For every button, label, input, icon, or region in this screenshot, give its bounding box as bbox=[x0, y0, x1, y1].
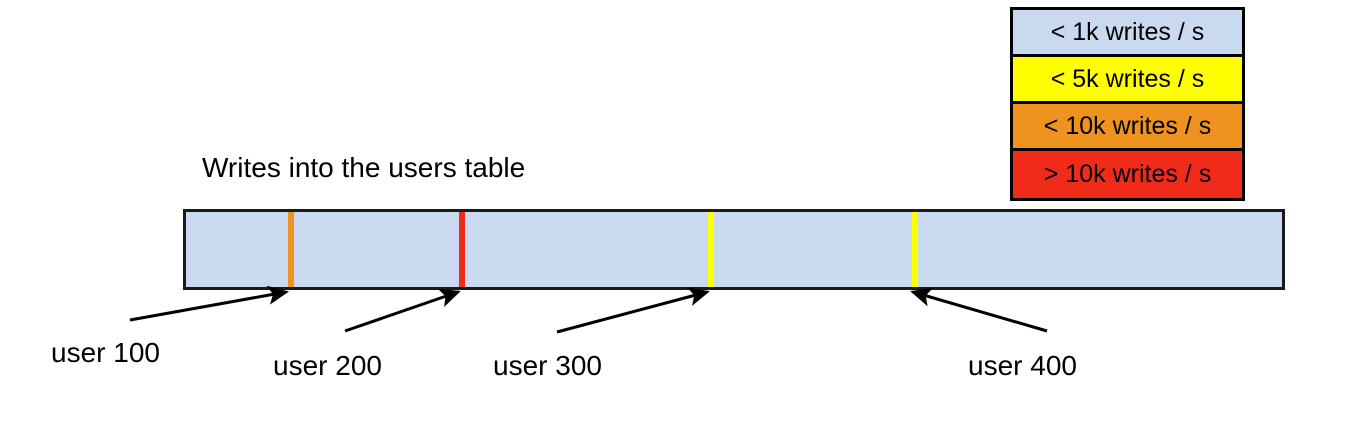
legend-row-under-10k: < 10k writes / s bbox=[1013, 104, 1242, 151]
user-100-label: user 100 bbox=[51, 337, 160, 368]
legend-row-under-5k: < 5k writes / s bbox=[1013, 57, 1242, 104]
user-200-arrow bbox=[344, 288, 461, 333]
legend-row-over-10k: > 10k writes / s bbox=[1013, 151, 1242, 198]
user-300-arrow bbox=[556, 287, 710, 334]
user-200-hot-line bbox=[459, 212, 465, 287]
user-400-label: user 400 bbox=[968, 350, 1077, 381]
user-200-label: user 200 bbox=[273, 350, 382, 381]
user-400-hot-line bbox=[912, 212, 918, 287]
legend-label-over-10k: > 10k writes / s bbox=[1043, 160, 1212, 188]
user-100-arrow bbox=[129, 285, 289, 322]
legend-label-under-5k: < 5k writes / s bbox=[1050, 64, 1205, 93]
writes-legend: < 1k writes / s < 5k writes / s < 10k wr… bbox=[1010, 7, 1245, 201]
legend-row-under-1k: < 1k writes / s bbox=[1013, 10, 1242, 57]
diagram-caption: Writes into the users table bbox=[202, 152, 526, 183]
legend-label-under-10k: < 10k writes / s bbox=[1043, 111, 1212, 140]
user-300-hot-line bbox=[708, 212, 714, 287]
user-400-arrow bbox=[910, 287, 1048, 333]
legend-label-under-1k: < 1k writes / s bbox=[1050, 17, 1205, 46]
user-100-hot-line bbox=[288, 212, 294, 287]
users-table-bar bbox=[183, 209, 1285, 290]
user-300-label: user 300 bbox=[493, 350, 602, 381]
